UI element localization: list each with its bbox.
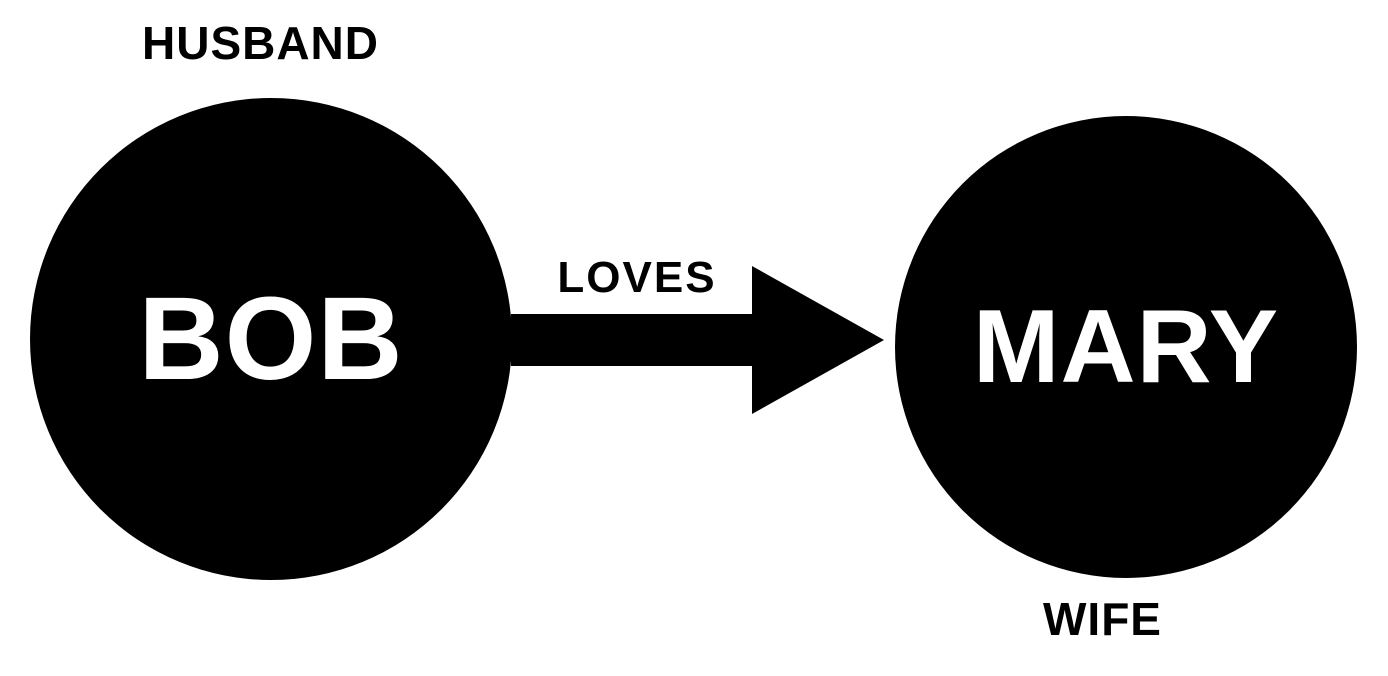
edge-loves-label: LOVES — [557, 253, 717, 302]
edge-loves-shaft — [511, 314, 763, 366]
edge-loves-arrowhead-icon — [752, 266, 884, 414]
role-label-wife: WIFE — [1043, 593, 1162, 645]
node-mary: MARY — [895, 116, 1357, 578]
node-bob-label: BOB — [138, 273, 404, 405]
node-mary-label: MARY — [972, 289, 1280, 405]
role-label-husband: HUSBAND — [142, 17, 379, 69]
node-bob: BOB — [30, 98, 512, 580]
